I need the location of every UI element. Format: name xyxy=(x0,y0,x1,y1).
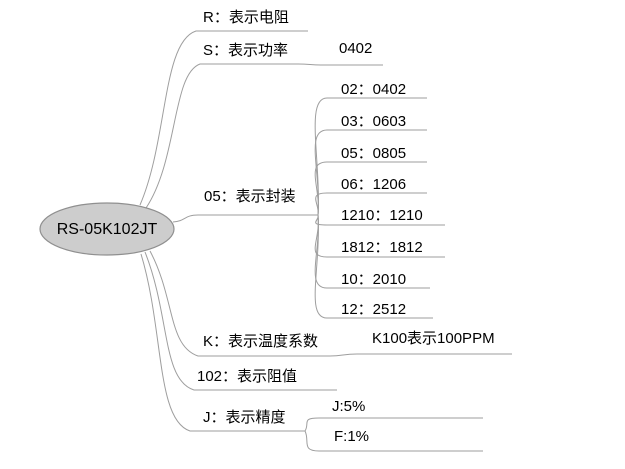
edge-s xyxy=(145,63,383,209)
edge-pkg-0603 xyxy=(314,129,427,216)
root-node-bubble xyxy=(39,202,175,256)
edge-pkg-2512 xyxy=(314,214,433,319)
node-r[interactable]: R：表示电阻 xyxy=(203,9,289,26)
node-s[interactable]: S：表示功率 xyxy=(203,42,289,59)
node-pkg-1812[interactable]: 1812：1812 xyxy=(341,239,423,256)
node-pkg-03[interactable]: 03：0603 xyxy=(341,113,407,130)
edge-102 xyxy=(144,251,337,391)
edge-pkg-0805 xyxy=(314,161,427,216)
edge-pkg-1206 xyxy=(315,192,427,216)
node-pkg-12[interactable]: 12：2512 xyxy=(341,301,407,318)
edge-package xyxy=(172,214,318,223)
node-s-child-0402[interactable]: 0402 xyxy=(339,40,373,57)
node-pkg-06[interactable]: 06：1206 xyxy=(341,176,407,193)
node-102[interactable]: 102：表示阻值 xyxy=(197,368,298,385)
edge-j xyxy=(140,253,305,432)
node-pkg-02[interactable]: 02：0402 xyxy=(341,81,407,98)
node-pkg-1210[interactable]: 1210：1210 xyxy=(341,207,423,224)
node-k100[interactable]: K100表示100PPM xyxy=(372,330,495,347)
edge-f1 xyxy=(304,430,483,452)
node-pkg-05[interactable]: 05：0805 xyxy=(341,145,407,162)
edge-j5 xyxy=(304,417,483,432)
node-package[interactable]: 05：表示封装 xyxy=(204,188,296,205)
edge-k xyxy=(149,250,512,357)
node-pkg-10[interactable]: 10：2010 xyxy=(341,271,407,288)
node-k[interactable]: K：表示温度系数 xyxy=(203,333,319,350)
edge-r xyxy=(139,30,308,206)
node-j[interactable]: J：表示精度 xyxy=(203,409,286,426)
node-f1[interactable]: F:1% xyxy=(334,428,370,445)
node-root[interactable]: RS-05K102JT xyxy=(56,220,158,238)
node-j5[interactable]: J:5% xyxy=(332,398,366,415)
